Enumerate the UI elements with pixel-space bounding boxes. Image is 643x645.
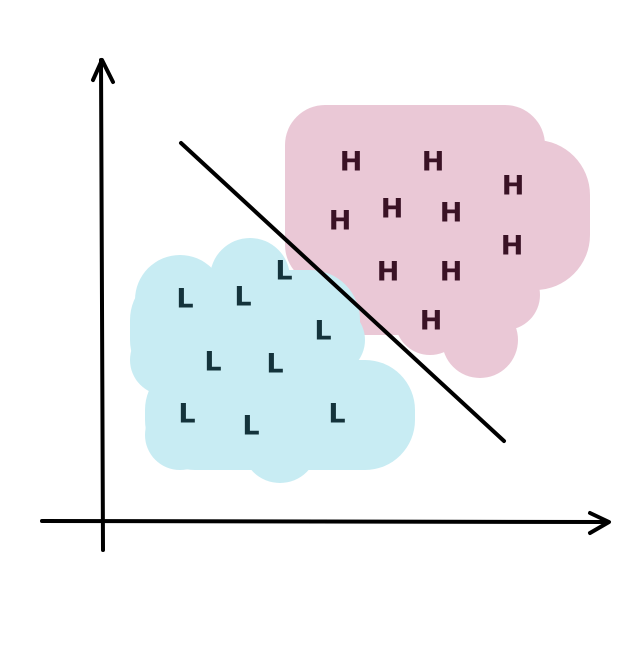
l-mark: L [204, 347, 221, 378]
l-mark: L [176, 284, 193, 315]
y-axis-arrowhead [91, 58, 115, 84]
decision-boundary-line [179, 141, 506, 443]
l-mark: L [242, 411, 259, 442]
y-axis [99, 58, 105, 552]
h-mark: H [501, 231, 524, 262]
h-mark: H [420, 306, 443, 337]
h-mark: H [422, 147, 445, 178]
l-mark: L [266, 349, 283, 380]
h-mark: H [502, 171, 525, 202]
l-cluster-region [130, 238, 415, 483]
axes [40, 58, 611, 552]
l-mark: L [178, 399, 195, 430]
h-mark: H [381, 194, 404, 225]
h-mark: H [329, 206, 352, 237]
l-mark: L [314, 316, 331, 347]
h-mark: H [440, 257, 463, 288]
h-mark: H [377, 257, 400, 288]
h-mark: H [440, 198, 463, 229]
l-mark: L [275, 256, 292, 287]
l-mark: L [234, 282, 251, 313]
x-axis [40, 519, 610, 524]
l-mark: L [328, 399, 345, 430]
x-axis-arrowhead [588, 511, 611, 535]
h-mark: H [340, 147, 363, 178]
